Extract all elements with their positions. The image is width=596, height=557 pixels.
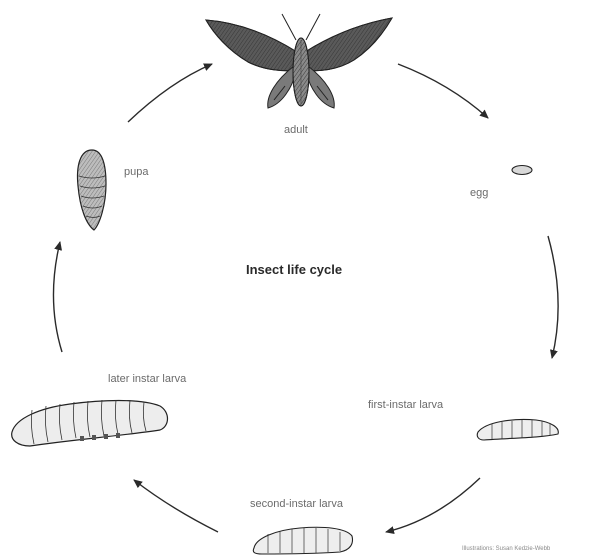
arrow-adult-to-egg (398, 64, 488, 118)
stage-label-pupa: pupa (124, 166, 148, 178)
egg-illustration (512, 166, 532, 175)
diagram-title: Insect life cycle (246, 262, 342, 277)
arrow-later-instar-to-pupa (53, 242, 62, 352)
stage-label-egg: egg (470, 187, 488, 199)
illustration-credit: Illustrations: Susan Kedzie-Webb (462, 546, 550, 552)
stage-label-adult: adult (284, 124, 308, 136)
stage-label-second-instar-larva: second-instar larva (250, 498, 343, 510)
arrow-pupa-to-adult (128, 64, 212, 122)
arrow-second-to-later-instar (134, 480, 218, 532)
adult-moth-illustration (206, 14, 392, 108)
later-instar-larva-illustration (12, 400, 168, 446)
pupa-illustration (78, 150, 106, 230)
arrow-first-to-second-instar (386, 478, 480, 532)
second-instar-larva-illustration (253, 527, 352, 554)
stage-label-later-instar-larva: later instar larva (108, 373, 186, 385)
arrow-egg-to-first-instar (548, 236, 558, 358)
stage-label-first-instar-larva: first-instar larva (368, 399, 443, 411)
first-instar-larva-illustration (477, 420, 558, 441)
